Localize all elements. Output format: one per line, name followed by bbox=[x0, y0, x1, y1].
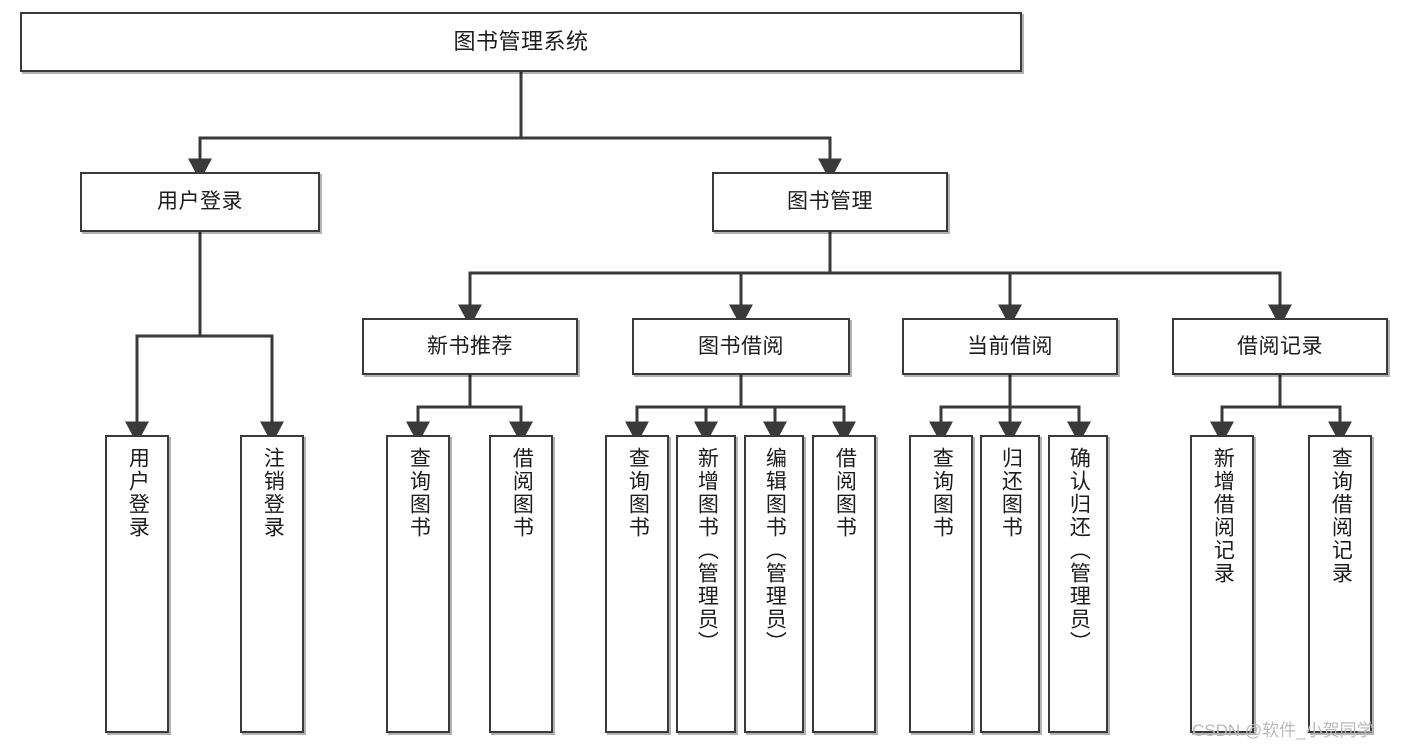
leaf-add-book[interactable]: 新增图书（管理员） bbox=[676, 435, 736, 733]
leaf-query-book-2-label: 查询图书 bbox=[626, 447, 650, 539]
leaf-query-book-3-label: 查询图书 bbox=[930, 447, 954, 539]
leaf-confirm-return[interactable]: 确认归还（管理员） bbox=[1048, 435, 1108, 733]
leaf-borrow-book-1-label: 借阅图书 bbox=[510, 447, 534, 539]
node-borrow-record[interactable]: 借阅记录 bbox=[1172, 318, 1388, 375]
leaf-edit-book-label: 编辑图书（管理员） bbox=[763, 447, 787, 654]
node-current-borrow-label: 当前借阅 bbox=[967, 334, 1053, 358]
leaf-query-book-1[interactable]: 查询图书 bbox=[386, 435, 450, 733]
leaf-add-record-label: 新增借阅记录 bbox=[1211, 447, 1235, 585]
node-current-borrow[interactable]: 当前借阅 bbox=[902, 318, 1118, 375]
node-root-label: 图书管理系统 bbox=[453, 28, 589, 54]
node-root[interactable]: 图书管理系统 bbox=[20, 12, 1022, 72]
leaf-borrow-book-2[interactable]: 借阅图书 bbox=[812, 435, 876, 733]
leaf-borrow-book-2-label: 借阅图书 bbox=[833, 447, 857, 539]
leaf-user-login-label: 用户登录 bbox=[126, 447, 150, 539]
leaf-confirm-return-label: 确认归还（管理员） bbox=[1067, 447, 1091, 654]
leaf-borrow-book-1[interactable]: 借阅图书 bbox=[489, 435, 553, 733]
leaf-return-book-label: 归还图书 bbox=[999, 447, 1023, 539]
leaf-add-book-label: 新增图书（管理员） bbox=[695, 447, 719, 654]
csdn-watermark: CSDN @软件_小贺同学 bbox=[1192, 721, 1374, 740]
node-book-borrow[interactable]: 图书借阅 bbox=[632, 318, 850, 375]
leaf-query-book-1-label: 查询图书 bbox=[407, 447, 431, 539]
node-book-borrow-label: 图书借阅 bbox=[698, 334, 784, 358]
node-book-management-label: 图书管理 bbox=[787, 190, 873, 214]
leaf-query-record-label: 查询借阅记录 bbox=[1329, 447, 1353, 585]
leaf-logout-label: 注销登录 bbox=[261, 447, 285, 539]
node-user-login-label: 用户登录 bbox=[157, 190, 243, 214]
leaf-query-record[interactable]: 查询借阅记录 bbox=[1308, 435, 1372, 733]
leaf-logout[interactable]: 注销登录 bbox=[240, 435, 304, 733]
leaf-user-login[interactable]: 用户登录 bbox=[105, 435, 169, 733]
node-new-book-recommend-label: 新书推荐 bbox=[427, 334, 513, 358]
leaf-query-book-2[interactable]: 查询图书 bbox=[605, 435, 669, 733]
node-new-book-recommend[interactable]: 新书推荐 bbox=[362, 318, 578, 375]
leaf-query-book-3[interactable]: 查询图书 bbox=[909, 435, 973, 733]
leaf-return-book[interactable]: 归还图书 bbox=[980, 435, 1040, 733]
leaf-add-record[interactable]: 新增借阅记录 bbox=[1190, 435, 1254, 733]
leaf-edit-book[interactable]: 编辑图书（管理员） bbox=[744, 435, 804, 733]
node-book-management[interactable]: 图书管理 bbox=[712, 172, 948, 232]
node-user-login[interactable]: 用户登录 bbox=[80, 172, 320, 232]
node-borrow-record-label: 借阅记录 bbox=[1237, 334, 1323, 358]
